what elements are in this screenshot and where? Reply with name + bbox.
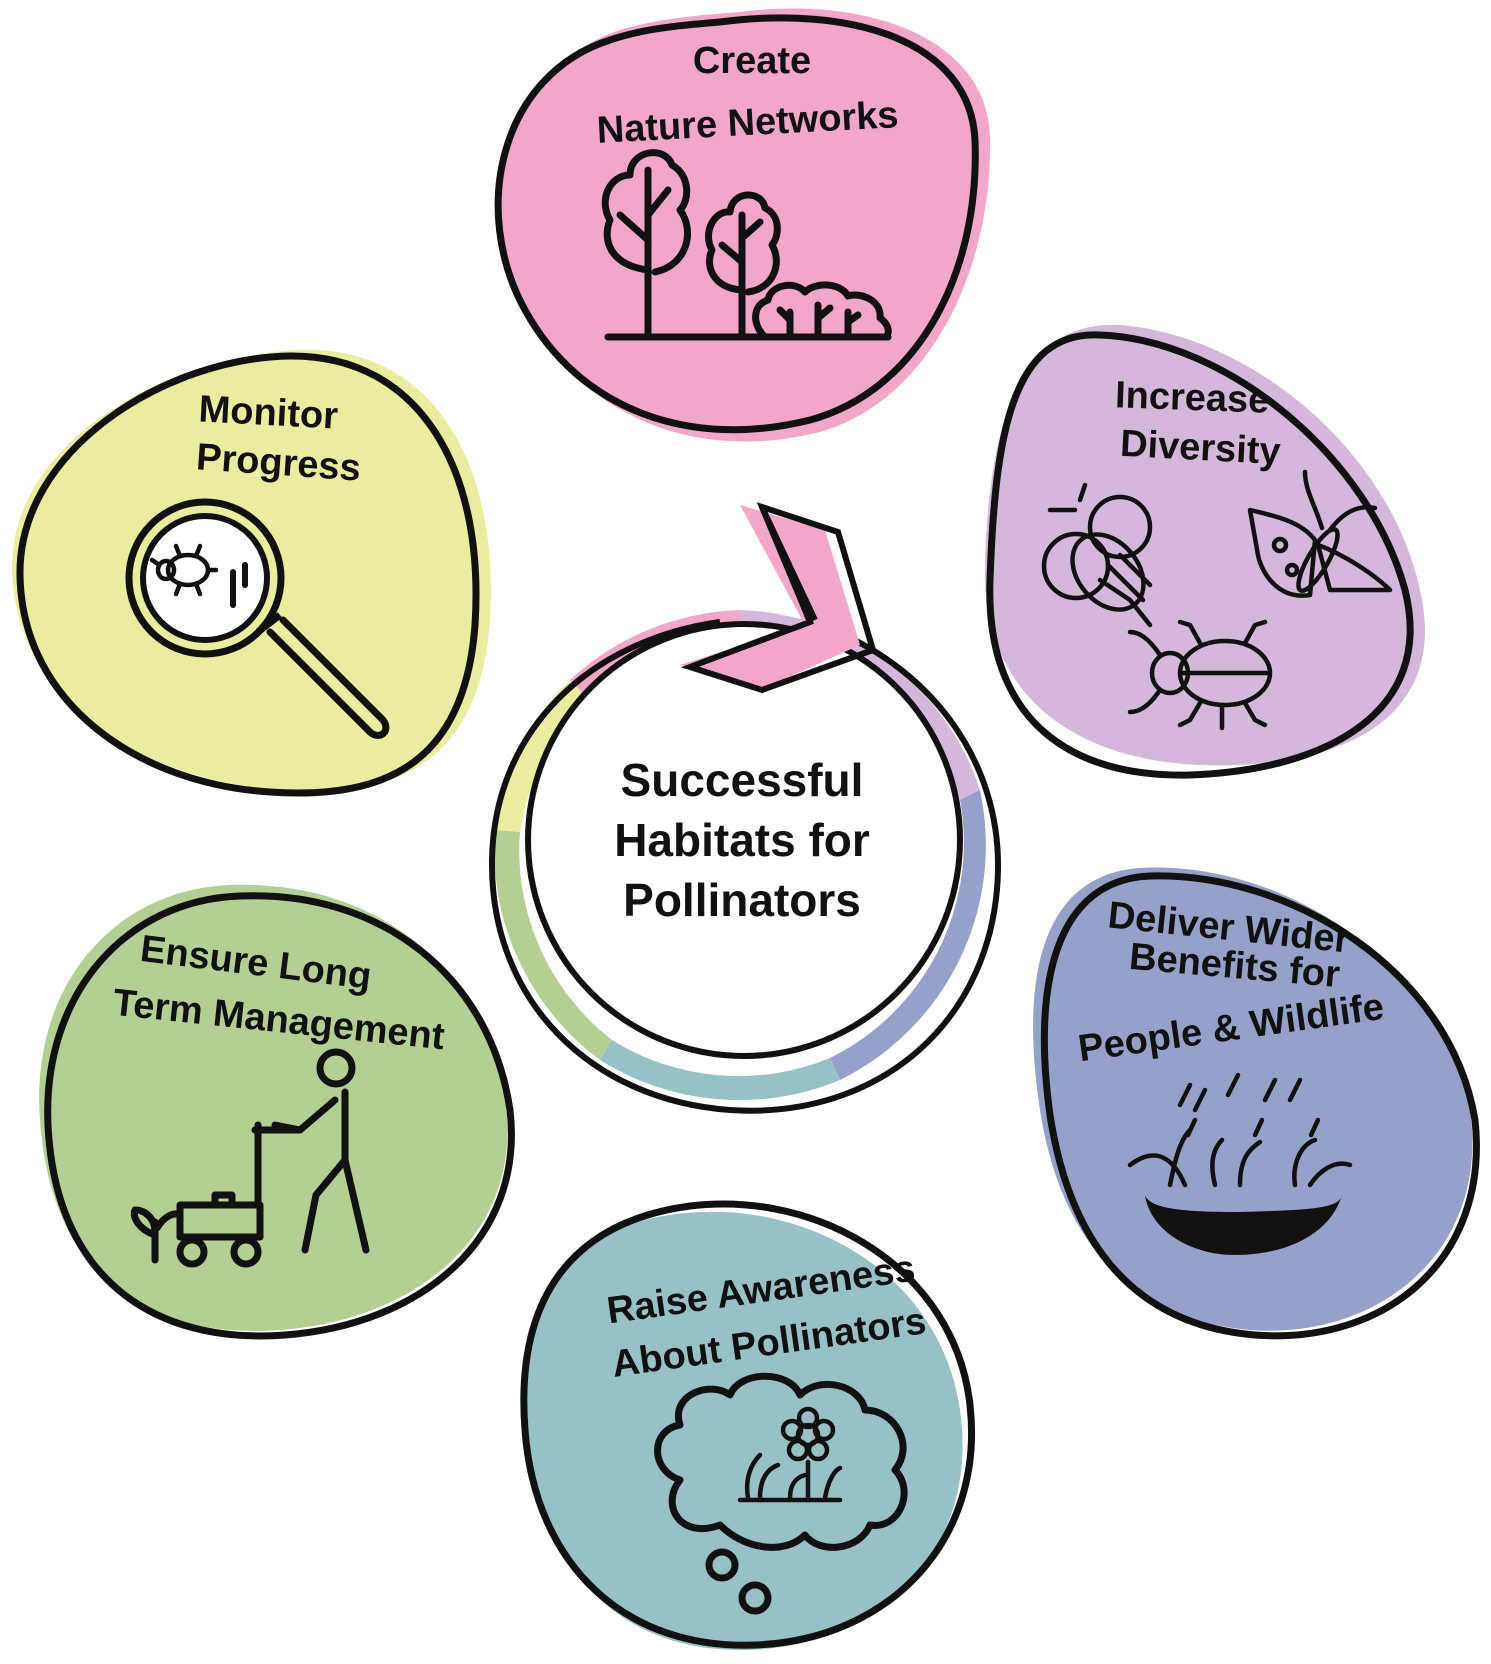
- monitor-label-line1: Monitor: [198, 388, 340, 437]
- center-cycle-ring: [488, 502, 1002, 1114]
- magnifier-icon: [125, 498, 390, 739]
- step-create-nature-networks: Create Nature Networks: [494, 8, 991, 442]
- center-title-line3: Pollinators: [623, 874, 861, 926]
- bug-icon: [149, 543, 219, 597]
- rain-grass-icon: [1127, 1072, 1353, 1255]
- bee-icon: [1041, 482, 1153, 628]
- step-ensure-long-term-management: Ensure Long Term Management: [39, 884, 515, 1340]
- flower-grass-icon: [737, 1406, 843, 1503]
- diversity-label-line2: Diversity: [1119, 423, 1282, 473]
- mower-icon: [130, 1048, 370, 1268]
- moth-icon: [1247, 469, 1393, 598]
- step-monitor-progress: Monitor Progress: [11, 349, 491, 797]
- center-title: Successful Habitats for Pollinators: [614, 754, 870, 926]
- trees-icon: [601, 149, 892, 341]
- step-raise-awareness: Raise Awareness About Pollinators: [520, 1200, 975, 1650]
- thought-cloud-icon: [654, 1372, 908, 1615]
- step-increase-diversity: Increase Diversity: [984, 324, 1425, 779]
- beetle-icon: [1127, 619, 1273, 731]
- create-label-line1: Create: [693, 40, 811, 82]
- center-title-line1: Successful: [621, 754, 864, 806]
- step-deliver-wider-benefits: Deliver Wider Benefits for People & Wild…: [1033, 867, 1480, 1340]
- center-title-line2: Habitats for: [614, 814, 870, 866]
- diversity-label-line1: Increase: [1114, 374, 1270, 421]
